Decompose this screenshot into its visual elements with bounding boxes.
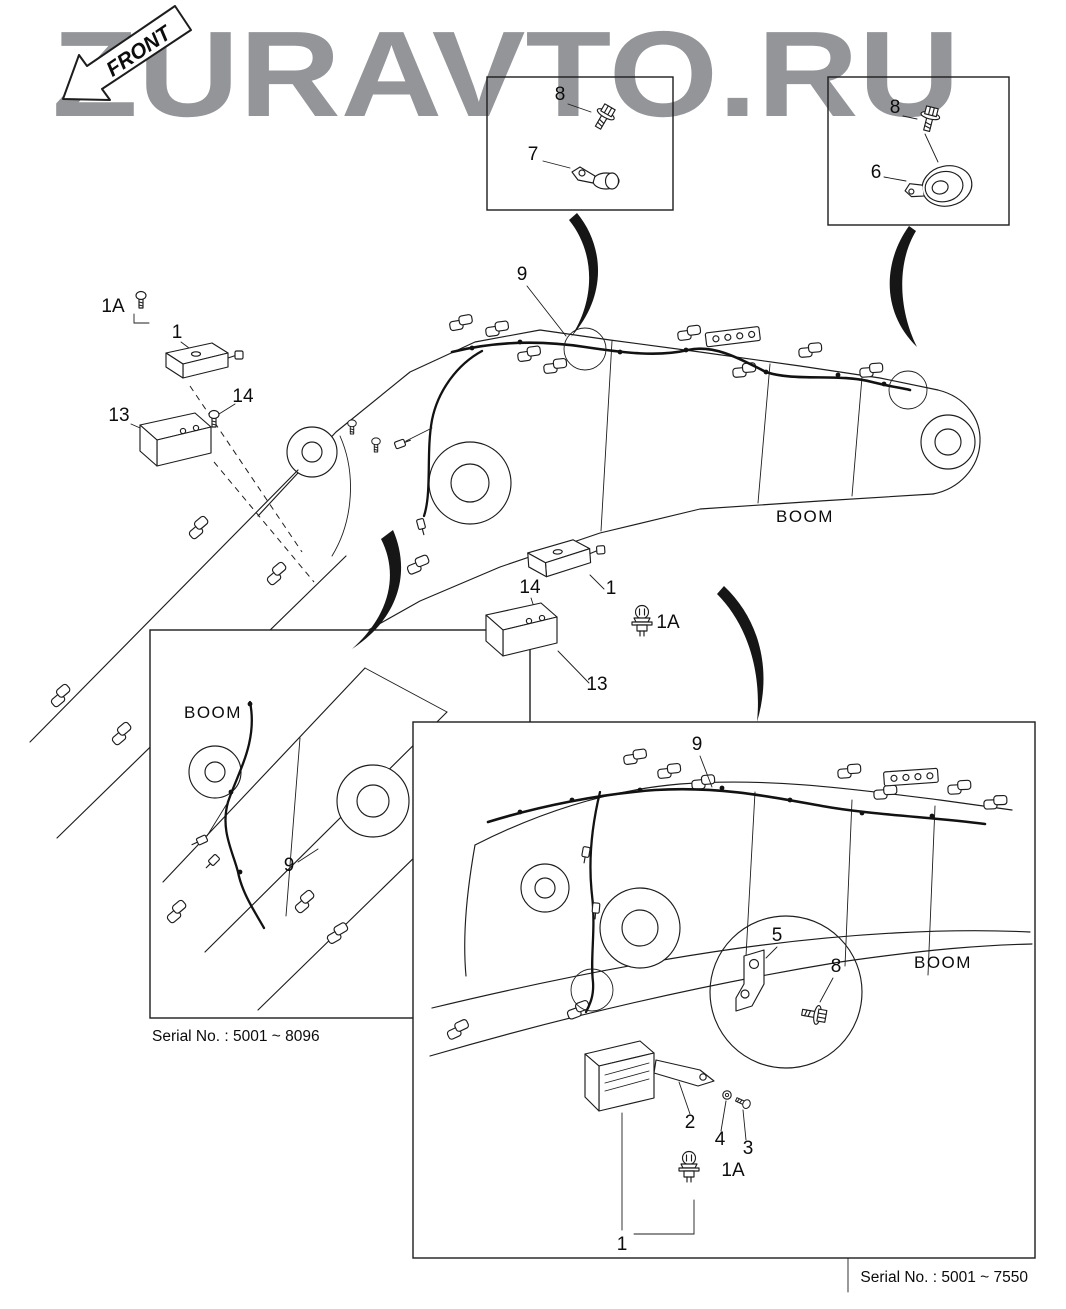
callout-5: 5 [772, 925, 783, 946]
callout-3: 3 [743, 1138, 754, 1159]
callout-2: 2 [685, 1112, 696, 1133]
callout-14-middle: 14 [519, 577, 541, 598]
callout-7: 7 [528, 144, 539, 165]
screw-1a-left [135, 290, 147, 309]
detail-box-left-border [486, 76, 674, 211]
boom-label-inset-left: BOOM [184, 703, 242, 722]
callout-9-inset-right: 9 [692, 734, 703, 755]
bolt-14-left [208, 409, 220, 428]
inset-left-harness [189, 700, 266, 930]
inset-right-harness [486, 785, 987, 1014]
boom-label-main: BOOM [776, 507, 834, 526]
main-wiring-harness [393, 339, 912, 537]
detail-leader-circle-left [563, 327, 607, 371]
callout-1a-middle: 1A [656, 612, 680, 633]
hole-plate [704, 325, 762, 348]
washer-4 [722, 1090, 732, 1100]
front-arrow-shape [62, 5, 192, 101]
callout-1-middle: 1 [606, 578, 617, 599]
bracket-detail-circle: 5 8 [709, 915, 863, 1069]
serial-range-left: Serial No. : 5001 ~ 8096 [152, 1028, 320, 1045]
leader-circle-inset-right [570, 968, 614, 1012]
detail-box-bolt-clamp: 8 7 [486, 76, 674, 211]
leader-9-main [526, 285, 567, 337]
bulb-1a-middle [631, 604, 653, 637]
callout-13-middle: 13 [586, 674, 607, 695]
callout-8-top-left: 8 [555, 84, 566, 105]
callout-1a-left: 1A [101, 296, 125, 317]
clamp-7 [571, 166, 620, 190]
detail-box-bolt-horn: 8 6 [827, 76, 1010, 226]
boom-label-inset-right: BOOM [914, 953, 972, 972]
main-boom-drawing [29, 313, 981, 839]
relay-box-left [139, 412, 212, 467]
middle-lamp-group: 14 1 1A 13 [485, 537, 680, 695]
callout-14-left: 14 [232, 386, 254, 407]
callout-8-detail: 8 [831, 956, 842, 977]
serial-range-right: Serial No. : 5001 ~ 7550 [860, 1269, 1028, 1286]
flow-arrows [352, 213, 917, 722]
callout-13-left: 13 [108, 405, 129, 426]
callout-1a-inset-right: 1A [721, 1160, 745, 1181]
work-light-middle [526, 537, 607, 579]
hole-plate-inset-right [882, 767, 939, 787]
callout-9-main: 9 [517, 264, 528, 285]
callout-8-top-right: 8 [890, 97, 901, 118]
callout-9-inset-left: 9 [284, 855, 295, 876]
left-lamp-group: 1A 1 14 13 [101, 290, 254, 467]
inset-serial-7550: 9 BOOM 5 8 [412, 721, 1036, 1293]
inset-right-border [412, 721, 1036, 1259]
work-light-left [165, 342, 244, 379]
detail-box-right-border [827, 76, 1010, 226]
lamp-assembly-2: 2 4 3 1A 1 [584, 1040, 754, 1255]
callout-1-left: 1 [172, 322, 183, 343]
callout-6: 6 [871, 162, 882, 183]
watermark-text: ZURAVTO.RU [52, 6, 960, 142]
relay-box-middle [485, 602, 558, 657]
detail-leader-circle-right [888, 370, 928, 410]
horn-6 [901, 160, 977, 215]
callout-4: 4 [715, 1129, 726, 1150]
callout-1-inset-right: 1 [617, 1234, 628, 1255]
